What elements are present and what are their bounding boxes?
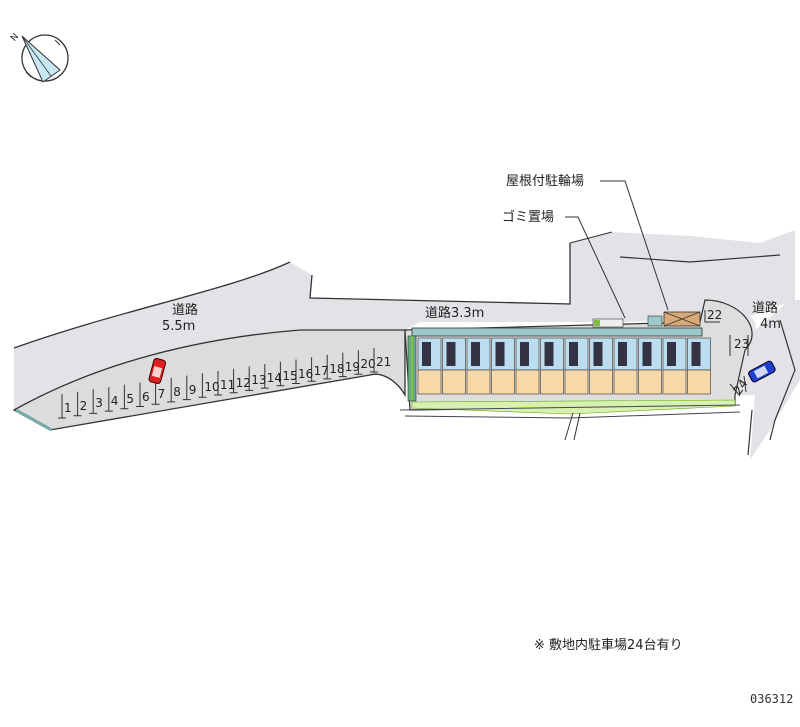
stall-label-22: 22 <box>707 308 723 322</box>
unit-lower <box>662 369 687 395</box>
unit-stair <box>471 342 480 366</box>
road-width-left: 5.5m <box>162 319 196 334</box>
stall-divider <box>245 366 254 391</box>
stall-divider <box>136 382 144 407</box>
road-label-left: 道路 <box>172 303 199 318</box>
stall-label: 7 <box>157 387 166 402</box>
parking-lot <box>12 329 406 431</box>
stall-label: 14 <box>266 371 283 386</box>
parking-note: ※ 敷地内駐車場24台有り <box>534 638 683 653</box>
stall-label: 13 <box>251 373 267 388</box>
stall-divider <box>198 373 207 398</box>
stall-label: 5 <box>126 391 135 406</box>
callout-bike-parking: 屋根付駐輪場 <box>506 174 585 189</box>
unit-stair <box>618 342 627 366</box>
stall-label: 8 <box>173 384 181 399</box>
stall-divider <box>182 375 191 401</box>
unit-lower <box>417 369 442 395</box>
garbage-area <box>592 318 624 328</box>
stall-label: 2 <box>79 398 88 413</box>
unit-lower <box>638 369 662 395</box>
property-code: 036312 <box>750 692 794 706</box>
callout-line-garbage <box>565 216 626 319</box>
unit-stair <box>495 342 505 366</box>
stall-divider <box>292 359 300 384</box>
stall-divider <box>167 377 176 403</box>
stall-label: 21 <box>376 355 392 369</box>
unit-lower <box>589 369 613 395</box>
unit-lower <box>564 369 589 395</box>
stall-label: 20 <box>360 357 376 372</box>
unit-lower <box>540 369 564 395</box>
unit-lower <box>687 369 711 395</box>
stall-label: 16 <box>298 366 314 381</box>
stall-divider <box>89 389 98 414</box>
road-label-right: 道路 <box>752 301 779 316</box>
road-5-5m <box>14 230 795 410</box>
stall-label: 12 <box>235 375 251 390</box>
stall-label: 1 <box>64 401 72 415</box>
unit-lower <box>613 369 638 395</box>
unit-lower <box>515 369 540 395</box>
stall-label: 11 <box>220 378 236 392</box>
stall-divider <box>104 387 113 412</box>
unit-stair <box>642 342 652 366</box>
stall-divider <box>276 361 285 387</box>
callout-garbage: ゴミ置場 <box>502 210 555 225</box>
building-units <box>417 337 711 395</box>
unit-lower <box>491 369 515 395</box>
stall-divider <box>354 350 363 375</box>
stall-divider <box>307 357 316 382</box>
stall-label: 15 <box>282 368 298 383</box>
road-label-middle: 道路3.3m <box>425 306 485 321</box>
callout-line-bike <box>600 180 669 311</box>
unit-lower <box>442 369 466 395</box>
stall-label-23: 23 <box>734 337 750 351</box>
north-arrow-compass-icon: N <box>9 32 69 83</box>
parking-stalls <box>58 348 378 419</box>
stall-label: 19 <box>344 359 361 374</box>
stall-divider <box>120 384 129 410</box>
car-blue <box>748 360 776 383</box>
stall-divider <box>338 352 347 378</box>
stall-label: 9 <box>188 382 197 397</box>
north-label: N <box>9 32 21 44</box>
stall-label: 6 <box>142 389 150 404</box>
stall-label: 10 <box>204 380 220 395</box>
stall-label: 4 <box>110 394 119 409</box>
unit-lower <box>466 369 491 395</box>
unit-stair <box>691 342 701 366</box>
stall-divider <box>229 368 238 394</box>
unit-stair <box>422 342 431 366</box>
unit-stair <box>569 342 578 366</box>
stall-divider <box>260 364 269 389</box>
stall-divider <box>370 348 378 373</box>
stall-label: 17 <box>313 364 329 379</box>
stall-label: 18 <box>329 361 345 376</box>
stall-divider <box>151 380 160 405</box>
road-width-right: 4m <box>760 317 781 332</box>
unit-stair <box>520 342 529 366</box>
stall-label: 3 <box>95 396 103 411</box>
unit-stair <box>446 342 456 366</box>
stall-divider <box>73 391 82 417</box>
unit-stair <box>667 342 676 366</box>
unit-stair <box>593 342 603 366</box>
unit-stair <box>544 342 554 366</box>
stall-divider <box>214 371 222 396</box>
car-red <box>148 358 166 385</box>
stall-divider <box>58 394 66 419</box>
stall-divider <box>323 354 332 380</box>
